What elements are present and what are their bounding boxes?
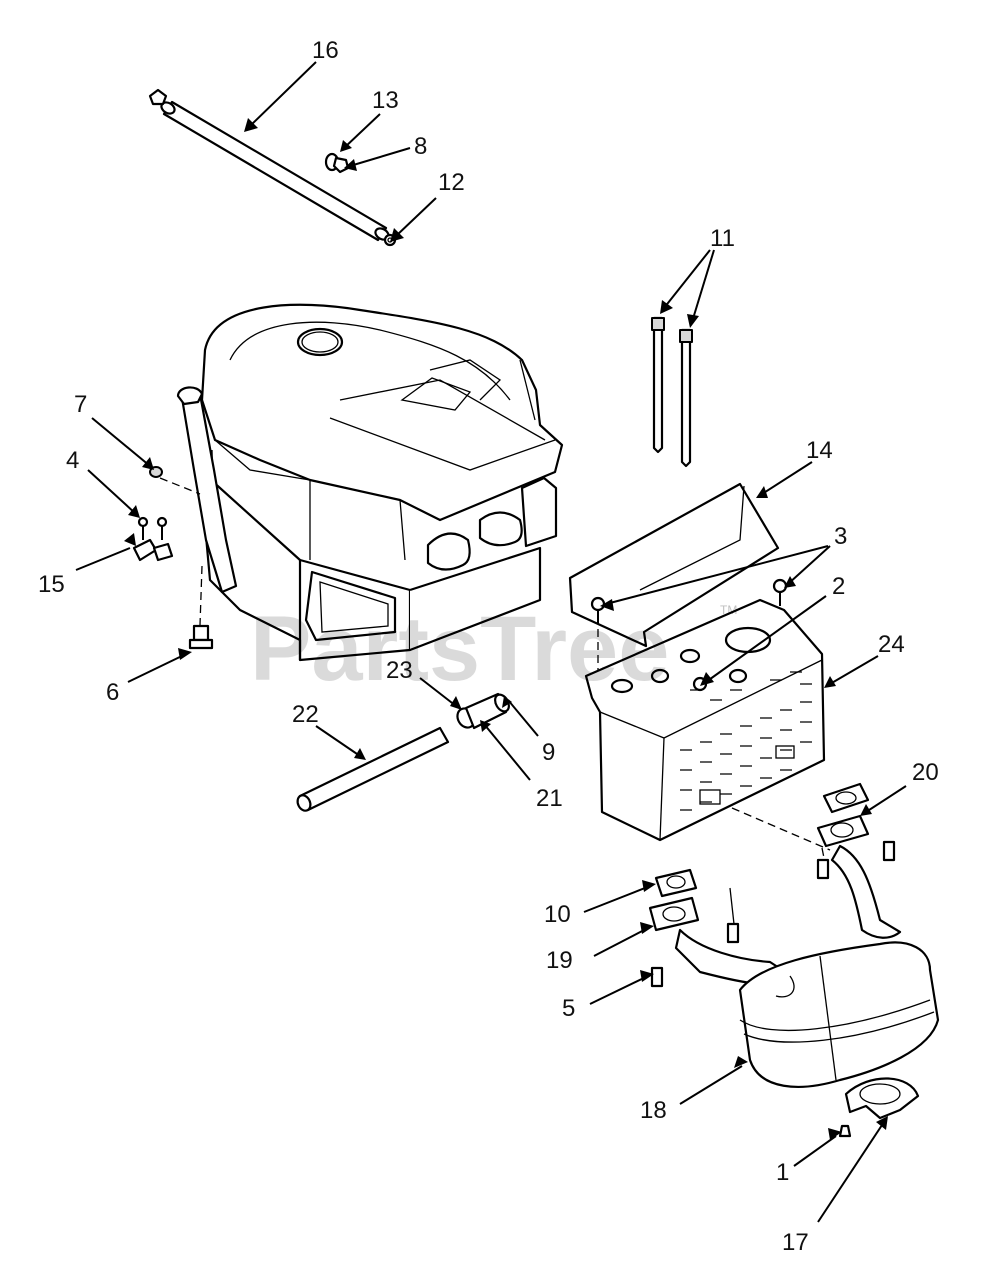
part-10-gasket[interactable]: [654, 868, 698, 898]
part-19-gasket[interactable]: [648, 896, 700, 932]
part-21-breather-fitting[interactable]: [454, 692, 512, 730]
part-20-gaskets[interactable]: [816, 782, 870, 848]
watermark-text: PartsTree: [250, 598, 669, 700]
callout-19: 19: [546, 947, 573, 974]
part-8-fitting[interactable]: [324, 152, 350, 174]
part-17-deflector[interactable]: [844, 1077, 920, 1120]
part-14-heat-shield[interactable]: [568, 482, 780, 648]
callout-2: 2: [832, 573, 845, 600]
guard-vent-slots: [680, 671, 812, 811]
part-22-hose[interactable]: [295, 726, 450, 813]
part-15-clip[interactable]: [132, 538, 174, 562]
callout-13: 13: [372, 87, 399, 114]
callout-9: 9: [542, 739, 555, 766]
callout-16: 16: [312, 37, 339, 64]
callout-21: 21: [536, 785, 563, 812]
callout-15: 15: [38, 571, 65, 598]
part-11-cable-ties[interactable]: [651, 316, 693, 468]
part-16-fuel-hose[interactable]: [148, 88, 391, 242]
leader-lines: [75, 61, 907, 1223]
callout-23: 23: [386, 657, 413, 684]
callout-22: 22: [292, 701, 319, 728]
callout-6: 6: [106, 679, 119, 706]
callout-1: 1: [776, 1159, 789, 1186]
callout-17: 17: [782, 1229, 809, 1256]
callout-14: 14: [806, 437, 833, 464]
part-4-screw[interactable]: [137, 516, 168, 540]
callout-5: 5: [562, 995, 575, 1022]
leader-arrowheads: [124, 118, 888, 1140]
callout-4: 4: [66, 447, 79, 474]
part-5-screw[interactable]: [650, 966, 664, 988]
watermark-trademark: TM: [720, 603, 737, 617]
callout-3: 3: [834, 523, 847, 550]
callout-10: 10: [544, 901, 571, 928]
callout-labels: 16 13 8 12 11 7 4 15 6 14 3 2 24 23 22 9…: [38, 37, 939, 1256]
callout-24: 24: [878, 631, 905, 658]
part-24-muffler-guard[interactable]: [584, 598, 826, 842]
callout-11: 11: [710, 225, 735, 252]
engine-assembly: [176, 303, 564, 662]
callout-8: 8: [414, 133, 427, 160]
part-18-muffler[interactable]: [674, 844, 940, 1088]
callout-20: 20: [912, 759, 939, 786]
callout-18: 18: [640, 1097, 667, 1124]
part-6-bolt[interactable]: [188, 624, 214, 650]
muffler-mount-bolts: [726, 840, 896, 944]
callout-12: 12: [438, 169, 465, 196]
callout-7: 7: [74, 391, 87, 418]
part-1-screw[interactable]: [838, 1124, 852, 1138]
